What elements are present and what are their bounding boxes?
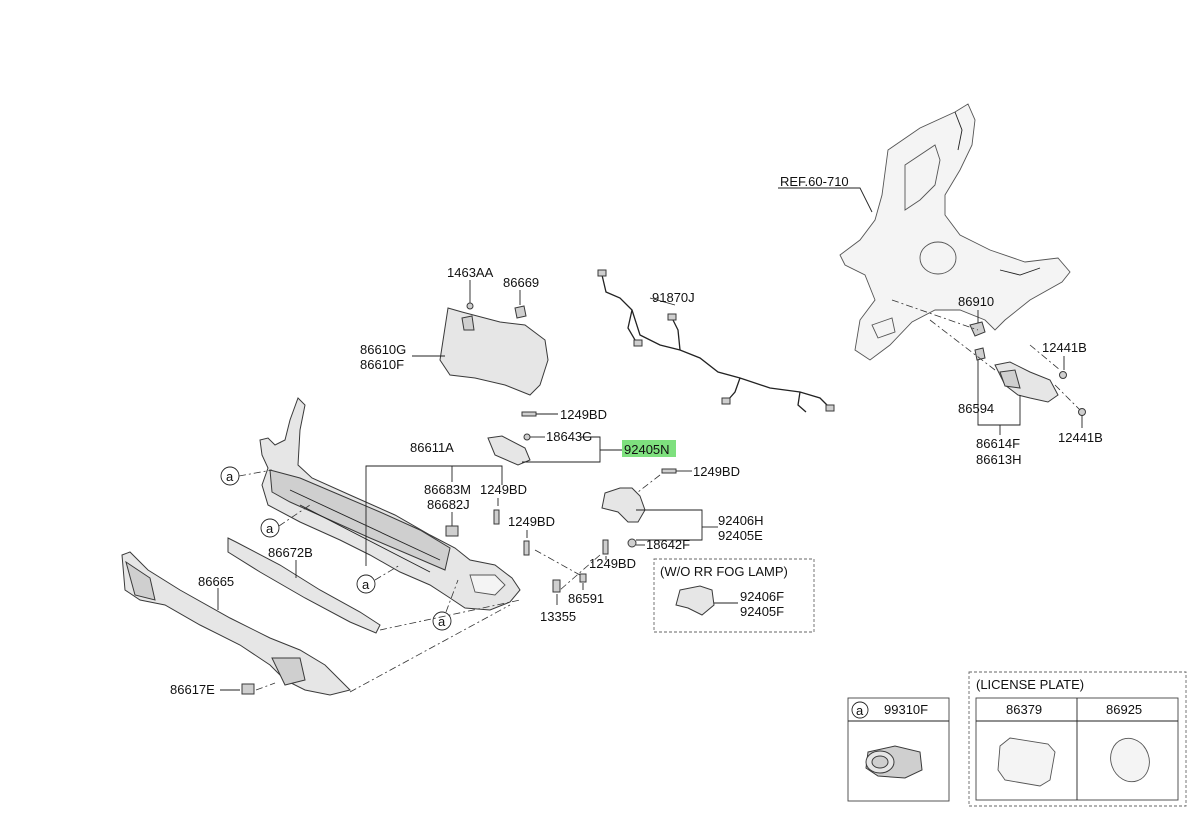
bumper-bracket bbox=[994, 361, 1059, 403]
label-12441B-b: 12441B bbox=[1058, 430, 1103, 445]
license-plate-box: (LICENSE PLATE) 86379 86925 bbox=[968, 671, 1187, 807]
screw-1249BD-c bbox=[523, 540, 530, 556]
label-86910: 86910 bbox=[958, 294, 994, 309]
label-1249BD-d: 1249BD bbox=[693, 464, 740, 479]
quarter-panel-ref bbox=[839, 103, 1071, 361]
label-86682J: 86682J bbox=[427, 497, 470, 512]
label-12441B-a: 12441B bbox=[1042, 340, 1087, 355]
svg-text:a: a bbox=[438, 614, 446, 629]
fog-lamp-variant-box bbox=[653, 558, 815, 633]
label-99310F: 99310F bbox=[884, 702, 928, 717]
lower-skid-plate-86665 bbox=[121, 551, 351, 696]
label-92405F: 92405F bbox=[740, 604, 784, 619]
fog-variant-title: (W/O RR FOG LAMP) bbox=[660, 564, 788, 579]
bulb-18642F bbox=[627, 538, 637, 548]
svg-text:a: a bbox=[856, 703, 864, 718]
clip-86683M bbox=[445, 525, 459, 537]
label-86591: 86591 bbox=[568, 591, 604, 606]
label-1249BD-c: 1249BD bbox=[508, 514, 555, 529]
clip-13355 bbox=[552, 579, 561, 593]
label-18643G: 18643G bbox=[546, 429, 592, 444]
callout-a-4: a bbox=[432, 579, 459, 631]
screw-1249BD-d bbox=[661, 468, 677, 474]
svg-text:a: a bbox=[266, 521, 274, 536]
legend-a-box: a 99310F bbox=[847, 697, 950, 802]
callout-a-2: a bbox=[260, 504, 311, 538]
screw-1463AA bbox=[466, 302, 474, 310]
label-18642F: 18642F bbox=[646, 537, 690, 552]
label-86613H: 86613H bbox=[976, 452, 1022, 467]
screw-1249BD-top bbox=[521, 411, 537, 417]
label-86617E: 86617E bbox=[170, 682, 215, 697]
bulb-18643G bbox=[523, 433, 531, 441]
gasket-ring-icon bbox=[1110, 737, 1150, 783]
clip-86910 bbox=[969, 321, 986, 337]
label-1249BD-e: 1249BD bbox=[589, 556, 636, 571]
label-86610F: 86610F bbox=[360, 357, 404, 372]
wiring-harness bbox=[597, 269, 835, 413]
label-86610G: 86610G bbox=[360, 342, 406, 357]
sensor-bracket-92405N bbox=[487, 435, 531, 466]
label-92406F: 92406F bbox=[740, 589, 784, 604]
label-13355: 13355 bbox=[540, 609, 576, 624]
rear-bumper-cover bbox=[259, 397, 521, 611]
screw-1249BD-e bbox=[602, 539, 609, 555]
parking-sensor-icon bbox=[865, 745, 923, 779]
rear-fog-lamp-housing bbox=[601, 487, 646, 523]
clip-86591 bbox=[579, 573, 587, 583]
label-86669: 86669 bbox=[503, 275, 539, 290]
highlight-92405N bbox=[622, 440, 676, 457]
license-lamp-icon bbox=[997, 737, 1056, 787]
label-1249BD-a: 1249BD bbox=[560, 407, 607, 422]
clip-86617E bbox=[241, 683, 255, 695]
ref-label: REF.60-710 bbox=[780, 174, 849, 189]
label-86379: 86379 bbox=[1006, 702, 1042, 717]
svg-text:a: a bbox=[362, 577, 370, 592]
label-92406H: 92406H bbox=[718, 513, 764, 528]
label-86925: 86925 bbox=[1106, 702, 1142, 717]
ref-leader bbox=[778, 187, 873, 213]
bumper-corner-piece bbox=[439, 305, 549, 396]
callout-a-1: a bbox=[220, 466, 273, 486]
bumper-molding-86672B bbox=[227, 537, 381, 634]
label-86614F: 86614F bbox=[976, 436, 1020, 451]
license-title: (LICENSE PLATE) bbox=[976, 677, 1084, 692]
callout-a-3: a bbox=[356, 564, 401, 594]
screw-1249BD-b bbox=[493, 509, 500, 525]
label-91870J: 91870J bbox=[652, 290, 695, 305]
screw-12441B-upper bbox=[1059, 371, 1067, 379]
label-1463AA: 1463AA bbox=[447, 265, 494, 280]
label-92405N[interactable]: 92405N bbox=[624, 442, 670, 457]
label-86594: 86594 bbox=[958, 401, 994, 416]
blank-cover-92406F bbox=[675, 585, 715, 616]
svg-text:a: a bbox=[226, 469, 234, 484]
label-86683M: 86683M bbox=[424, 482, 471, 497]
label-1249BD-b: 1249BD bbox=[480, 482, 527, 497]
label-86665: 86665 bbox=[198, 574, 234, 589]
label-86611A: 86611A bbox=[410, 440, 454, 455]
label-92405E: 92405E bbox=[718, 528, 763, 543]
label-86672B: 86672B bbox=[268, 545, 313, 560]
